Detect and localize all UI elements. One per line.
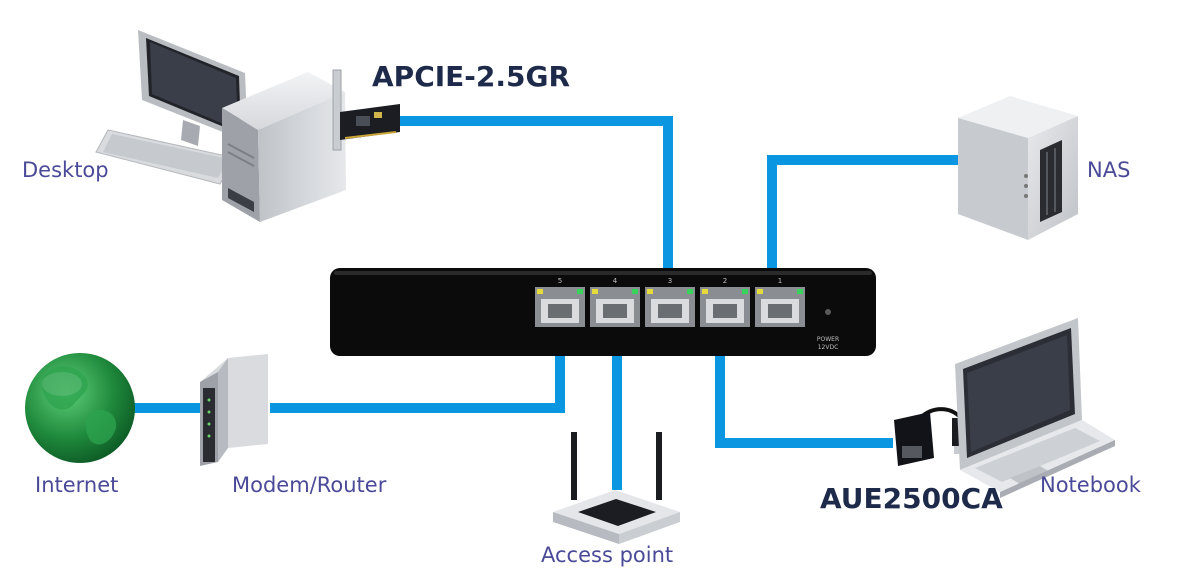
- label-modem-router: Modem/Router: [232, 473, 387, 497]
- port-number-3: 3: [668, 277, 672, 285]
- port-number-4: 4: [613, 277, 618, 285]
- switch-port-4: [590, 287, 640, 327]
- keyboard-icon: [95, 129, 236, 185]
- desktop-computer: [95, 30, 400, 222]
- port-number-2: 2: [723, 277, 727, 285]
- switch-port-3: [645, 287, 695, 327]
- label-desktop: Desktop: [22, 158, 109, 182]
- switch-ports: [535, 287, 805, 327]
- label-notebook: Notebook: [1040, 473, 1141, 497]
- nas-device: [958, 96, 1078, 240]
- switch-device: 5 4 3 2 1 POWER 12VDC: [330, 268, 876, 356]
- product-pcie-card: APCIE-2.5GR: [372, 60, 571, 93]
- globe-icon: [25, 353, 135, 463]
- pcie-card-icon: [332, 69, 400, 151]
- label-nas: NAS: [1087, 158, 1131, 182]
- switch-port-2: [700, 287, 750, 327]
- access-point-icon: [553, 432, 680, 544]
- usb-adapter-icon: [894, 407, 966, 466]
- cable-desktop-switch: [395, 116, 673, 305]
- port-number-1: 1: [778, 277, 782, 285]
- cable-nas-switch: [767, 155, 958, 305]
- port-number-5: 5: [558, 277, 562, 285]
- switch-port-5: [535, 287, 585, 327]
- power-spec: 12VDC: [818, 344, 839, 351]
- label-internet: Internet: [35, 473, 119, 497]
- power-jack-icon: [825, 309, 831, 315]
- monitor-icon: [138, 30, 248, 146]
- power-label: POWER: [817, 336, 839, 343]
- label-access-point: Access point: [541, 543, 674, 567]
- switch-port-1: [755, 287, 805, 327]
- tower-case-icon: [222, 72, 346, 222]
- modem-router-icon: [200, 354, 268, 466]
- product-usb-adapter: AUE2500CA: [820, 482, 1003, 515]
- notebook-icon: [955, 318, 1115, 498]
